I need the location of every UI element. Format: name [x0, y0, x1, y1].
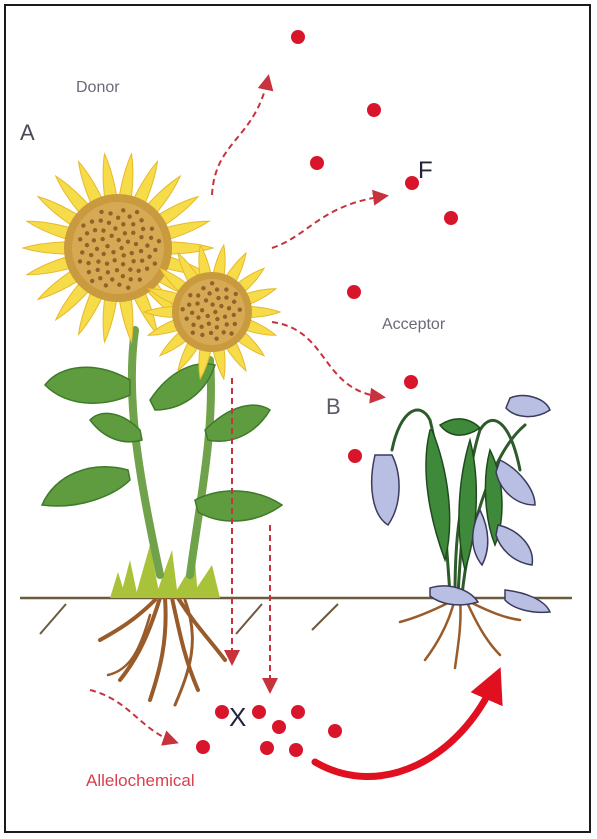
arrow-volatilization-f: [272, 196, 385, 248]
donor-leaves: [42, 364, 282, 521]
soil-letter-label: X: [229, 702, 246, 733]
acceptor-roots: [400, 598, 520, 668]
donor-label: Donor: [76, 79, 120, 97]
donor-roots: [100, 598, 225, 705]
wilted-flower-icon: [372, 396, 550, 613]
acceptor-letter-label: B: [326, 394, 341, 420]
soil-surface: [20, 598, 572, 634]
arrow-root-exudate: [90, 690, 175, 742]
acceptor-label: Acceptor: [382, 316, 445, 334]
allelochemical-label: Allelochemical: [86, 771, 195, 791]
emission-letter-label: F: [418, 157, 433, 185]
arrow-volatilization-up: [212, 78, 268, 195]
donor-grass: [110, 545, 220, 598]
donor-letter-label: A: [20, 120, 35, 146]
uptake-arrow: [315, 680, 495, 776]
arrow-to-acceptor: [272, 322, 382, 397]
